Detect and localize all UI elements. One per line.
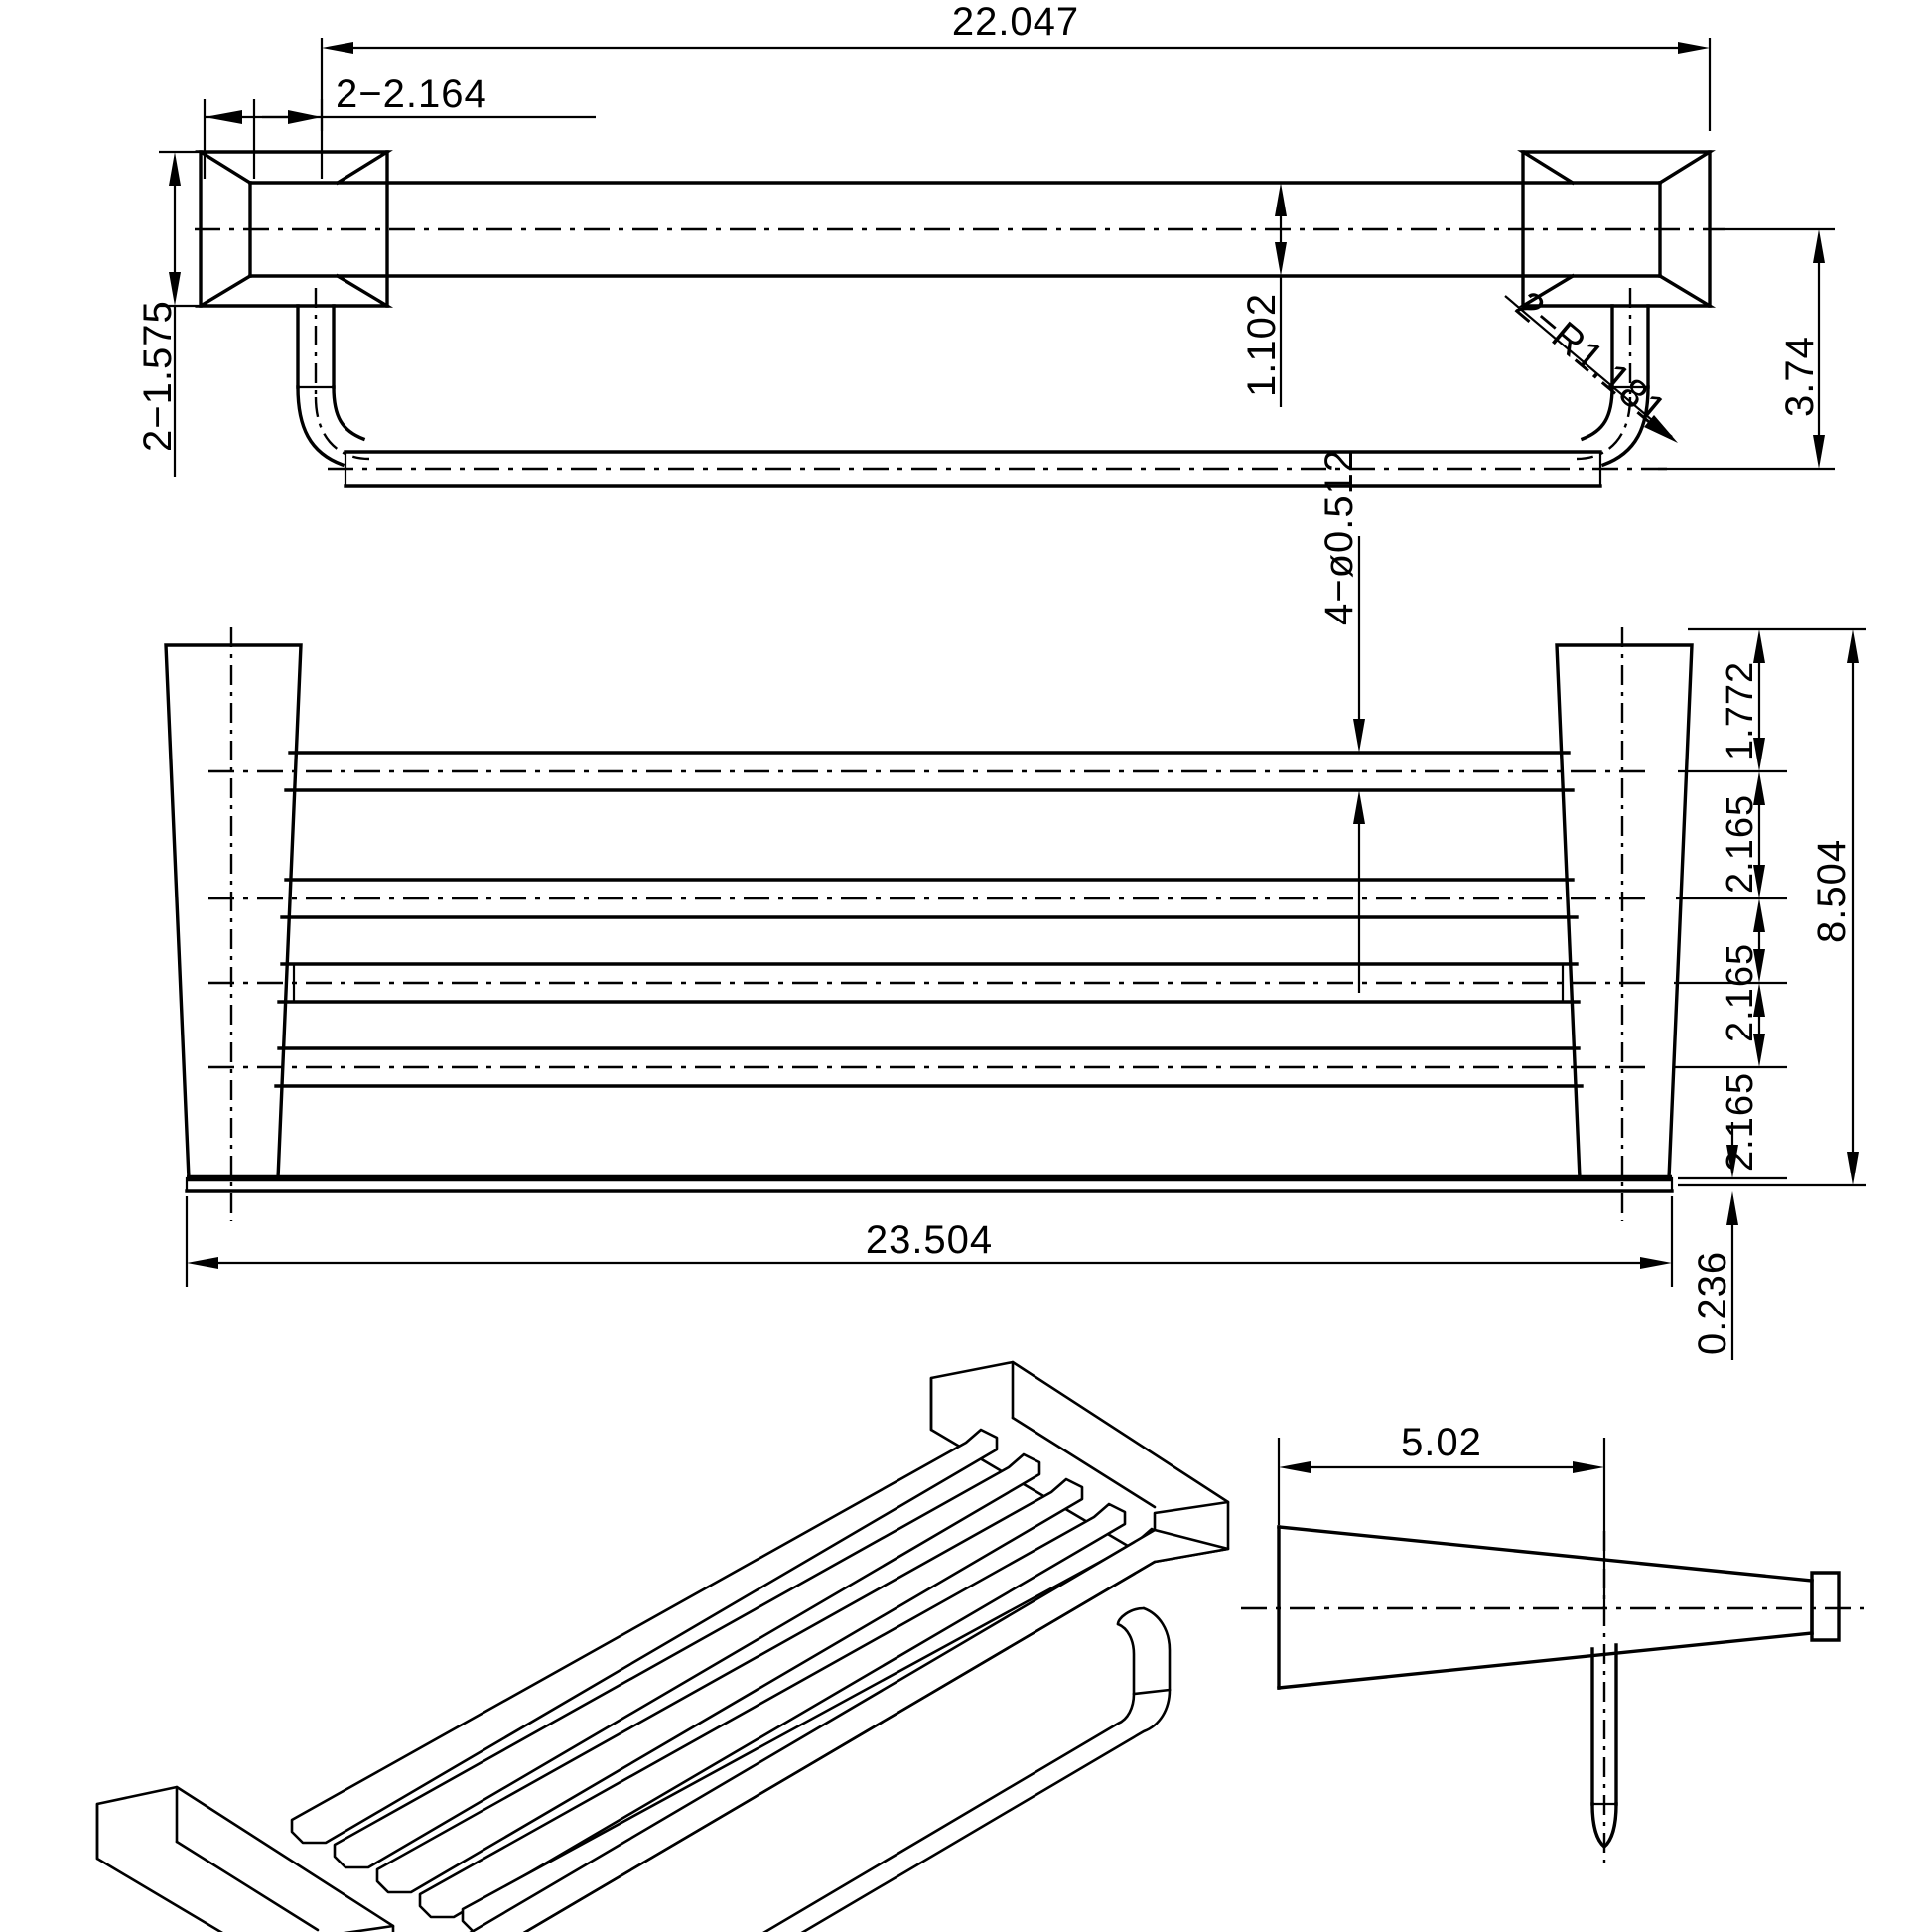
dim-label-2165-a: 2.165 <box>1720 794 1761 894</box>
front-lower-towel-bar <box>328 450 1668 488</box>
dim-label-0236: 0.236 <box>1691 1251 1734 1355</box>
dim-label-374: 3.74 <box>1778 336 1822 417</box>
dim-label-22047: 22.047 <box>952 0 1079 44</box>
dim-2165-c: 2.165 <box>1720 983 1765 1172</box>
right-mounting-bracket <box>1516 150 1717 308</box>
iso-lower-towel-bar <box>762 1606 1172 1932</box>
front-top-tube <box>195 181 1725 278</box>
iso-near-side-frame <box>95 1785 395 1932</box>
left-mounting-bracket <box>194 150 394 308</box>
dim-label-1772: 1.772 <box>1720 661 1761 760</box>
dim-label-2165-c: 2.165 <box>1720 1072 1761 1172</box>
iso-shelf-rail <box>469 1528 1230 1932</box>
detail-mounting-pin <box>1590 1643 1618 1850</box>
dim-rod-diameter-4-dia0512: 4−ø0.512 <box>1317 449 1365 993</box>
left-drop-leg <box>296 288 370 468</box>
dim-label-4-dia0512: 4−ø0.512 <box>1317 449 1361 625</box>
dim-2165-a: 2.165 <box>1720 771 1765 898</box>
isometric-pictorial-view <box>95 1360 1230 1932</box>
plan-rod-2 <box>208 878 1654 919</box>
dim-bracket-offset-2-2164: 2−2.164 <box>203 72 596 179</box>
dim-label-8504: 8.504 <box>1810 839 1854 943</box>
plan-rod-1 <box>208 751 1654 792</box>
detail-end-cap <box>1810 1571 1841 1642</box>
right-side-frame <box>1555 627 1694 1221</box>
iso-shelf-rods <box>290 1428 1170 1932</box>
dim-bracket-length-502: 5.02 <box>1277 1421 1606 1608</box>
dim-plate-thickness-0236: 0.236 <box>1678 1122 1787 1360</box>
dim-label-502: 5.02 <box>1401 1421 1482 1464</box>
front-elevation-view: 22.047 2−2.164 <box>136 0 1835 488</box>
dim-bar-height-1102: 1.102 <box>1240 183 1287 407</box>
right-drop-leg <box>1576 288 1650 468</box>
bottom-shelf-plate <box>185 1174 1674 1193</box>
dim-1772: 1.772 <box>1720 629 1765 771</box>
dim-overall-width-8504: 8.504 <box>1810 629 1859 1185</box>
dim-2165-b: 2.165 <box>1720 898 1765 1042</box>
dim-overall-length-22047: 22.047 <box>320 0 1712 131</box>
dim-overall-depth-374: 3.74 <box>1658 227 1835 471</box>
dim-label-2-2164: 2−2.164 <box>336 72 487 116</box>
dim-spacing-stack: 1.772 2.165 2.165 <box>1674 627 1866 1187</box>
top-plan-view: 4−ø0.512 1.772 <box>164 449 1866 1360</box>
plan-rod-3 <box>208 962 1654 1004</box>
dim-label-23504: 23.504 <box>866 1218 993 1262</box>
bracket-detail-side-view: 5.02 <box>1241 1421 1872 1870</box>
left-side-frame <box>164 627 303 1221</box>
dim-label-2165-b: 2.165 <box>1720 943 1761 1042</box>
dim-bracket-height-2-1575: 2−1.575 <box>136 150 201 477</box>
dim-label-2-1575: 2−1.575 <box>136 300 180 452</box>
dim-overall-length-23504: 23.504 <box>185 1196 1674 1287</box>
plan-rod-4 <box>208 1046 1654 1088</box>
dim-label-1102: 1.102 <box>1240 293 1284 397</box>
